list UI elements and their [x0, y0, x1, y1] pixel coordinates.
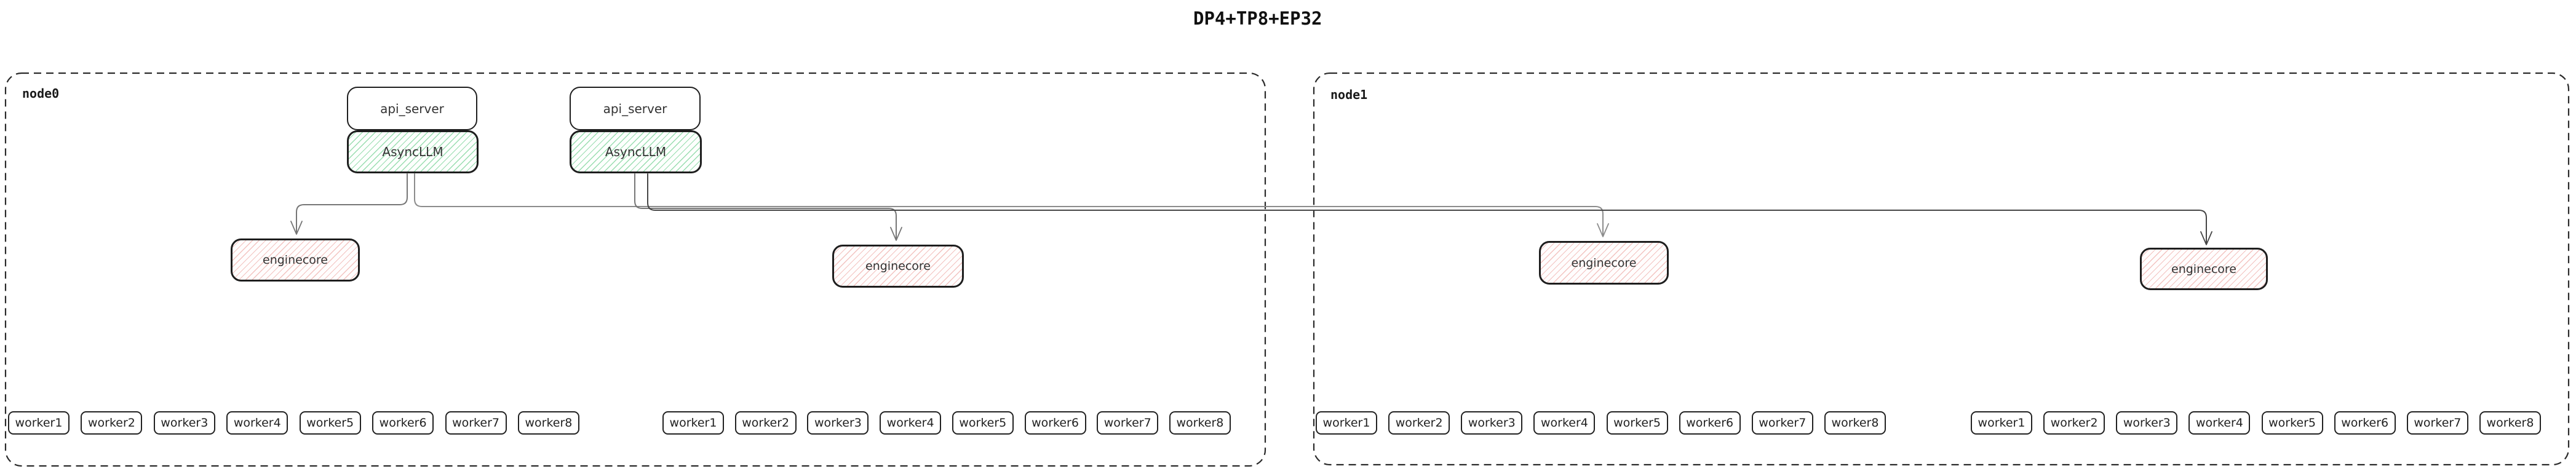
worker-box: worker7	[1751, 411, 1813, 435]
worker-box: worker6	[1024, 411, 1086, 435]
worker-box: worker8	[517, 411, 579, 435]
worker-group-2: worker1 worker2 worker3 worker4 worker5 …	[662, 411, 1231, 435]
worker-box: worker2	[2043, 411, 2105, 435]
worker-box: worker3	[807, 411, 869, 435]
worker-box: worker7	[445, 411, 507, 435]
worker-box: worker1	[1316, 411, 1377, 435]
node0-label: node0	[22, 86, 60, 101]
worker-box: worker7	[1097, 411, 1159, 435]
worker-box: worker1	[662, 411, 724, 435]
asyncllm-box-1: AsyncLLM	[347, 130, 479, 173]
node1-label: node1	[1330, 87, 1368, 102]
worker-box: worker3	[1461, 411, 1523, 435]
worker-box: worker2	[1388, 411, 1450, 435]
worker-box: worker2	[81, 411, 143, 435]
worker-box: worker3	[153, 411, 215, 435]
worker-box: worker5	[952, 411, 1014, 435]
worker-box: worker5	[1606, 411, 1668, 435]
worker-box: worker4	[2188, 411, 2251, 435]
worker-group-4: worker1 worker2 worker3 worker4 worker5 …	[1971, 411, 2541, 435]
worker-box: worker8	[2479, 411, 2541, 435]
node1: node1 enginecore enginecore worker1 work…	[1313, 73, 2569, 465]
worker-box: worker8	[1824, 411, 1886, 435]
api-server-box-1: api_server	[347, 87, 477, 130]
enginecore-box-1: enginecore	[231, 238, 360, 282]
diagram-title: DP4+TP8+EP32	[1193, 8, 1322, 29]
worker-box: worker4	[880, 411, 942, 435]
node0: node0 api_server AsyncLLM api_server Asy…	[5, 73, 1266, 466]
worker-box: worker8	[1169, 411, 1231, 435]
enginecore-box-4: enginecore	[2140, 248, 2268, 290]
enginecore-box-2: enginecore	[832, 245, 964, 288]
worker-box: worker6	[372, 411, 434, 435]
worker-group-1: worker1 worker2 worker3 worker4 worker5 …	[8, 411, 579, 435]
worker-box: worker4	[226, 411, 288, 435]
worker-box: worker4	[1533, 411, 1596, 435]
worker-box: worker3	[2116, 411, 2178, 435]
worker-box: worker1	[8, 411, 70, 435]
enginecore-box-3: enginecore	[1539, 241, 1669, 285]
worker-box: worker1	[1971, 411, 2032, 435]
api-server-box-2: api_server	[570, 87, 701, 130]
worker-box: worker7	[2406, 411, 2468, 435]
worker-box: worker6	[2334, 411, 2396, 435]
worker-box: worker6	[1679, 411, 1741, 435]
asyncllm-box-2: AsyncLLM	[570, 130, 702, 173]
worker-box: worker5	[299, 411, 361, 435]
worker-group-3: worker1 worker2 worker3 worker4 worker5 …	[1316, 411, 1886, 435]
worker-box: worker5	[2261, 411, 2323, 435]
worker-box: worker2	[734, 411, 797, 435]
